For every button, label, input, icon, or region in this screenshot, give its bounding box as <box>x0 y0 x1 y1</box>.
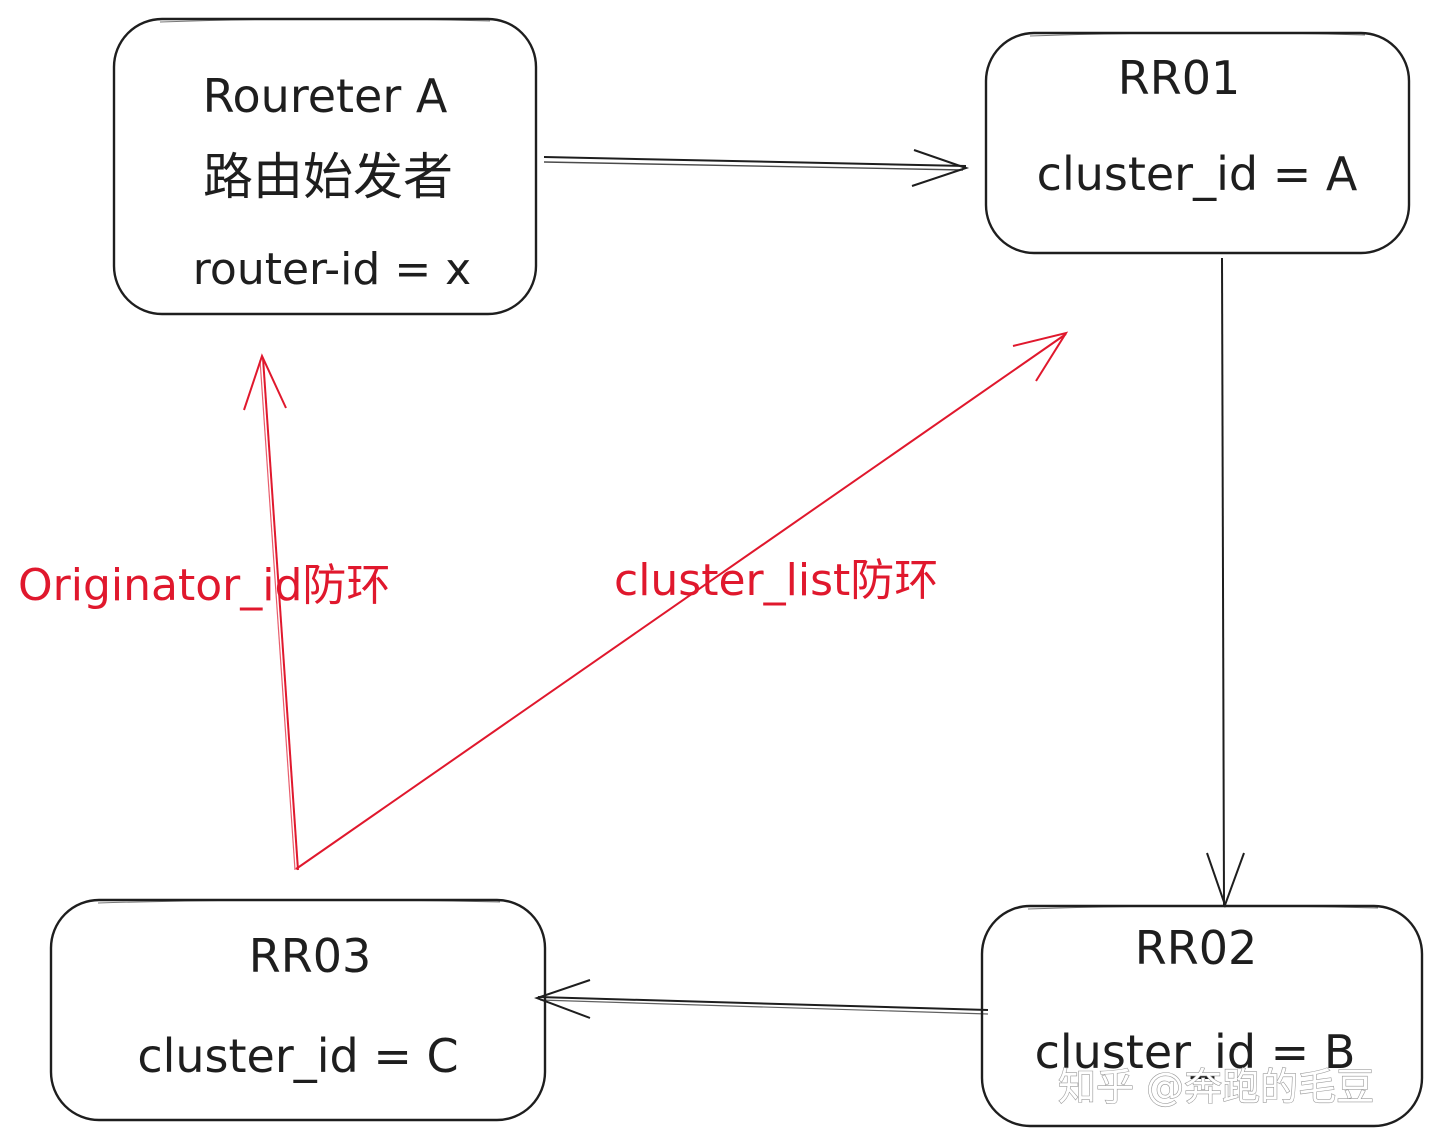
router-a-subtitle: 路由始发者 <box>203 148 453 206</box>
node-rr01: RR01 cluster_id = A <box>984 31 1411 255</box>
node-rr02: RR02 cluster_id = B <box>980 904 1424 1128</box>
node-router-a: Roureter A 路由始发者 router-id = x <box>112 17 538 316</box>
label-cluster-list: cluster_list防环 <box>614 555 938 606</box>
edge-rr02-to-rr03 <box>534 979 989 1019</box>
edge-rr03-to-router-a <box>243 353 299 871</box>
rr03-title: RR03 <box>249 929 371 983</box>
edge-rr03-to-rr01 <box>295 331 1069 870</box>
watermark-text: 知乎 @奔跑的毛豆 <box>1058 1065 1374 1109</box>
rr01-cluster-id: cluster_id = A <box>1037 147 1358 201</box>
arrowhead-icon <box>911 149 970 187</box>
router-a-router-id: router-id = x <box>193 244 471 295</box>
rr01-title: RR01 <box>1118 51 1240 105</box>
rr02-cluster-id: cluster_id = B <box>1035 1025 1356 1079</box>
edge-router-a-to-rr01 <box>543 149 970 187</box>
rr03-cluster-id: cluster_id = C <box>137 1029 458 1083</box>
rr02-title: RR02 <box>1135 921 1257 975</box>
arrowhead-icon <box>1012 331 1069 382</box>
router-a-title: Roureter A <box>203 69 448 123</box>
label-originator-id: Originator_id防环 <box>18 560 390 611</box>
arrowhead-icon <box>534 979 591 1019</box>
arrowhead-icon <box>1206 852 1245 908</box>
node-rr03: RR03 cluster_id = C <box>49 898 547 1122</box>
arrowhead-icon <box>243 353 287 411</box>
edge-rr01-to-rr02 <box>1206 257 1245 908</box>
